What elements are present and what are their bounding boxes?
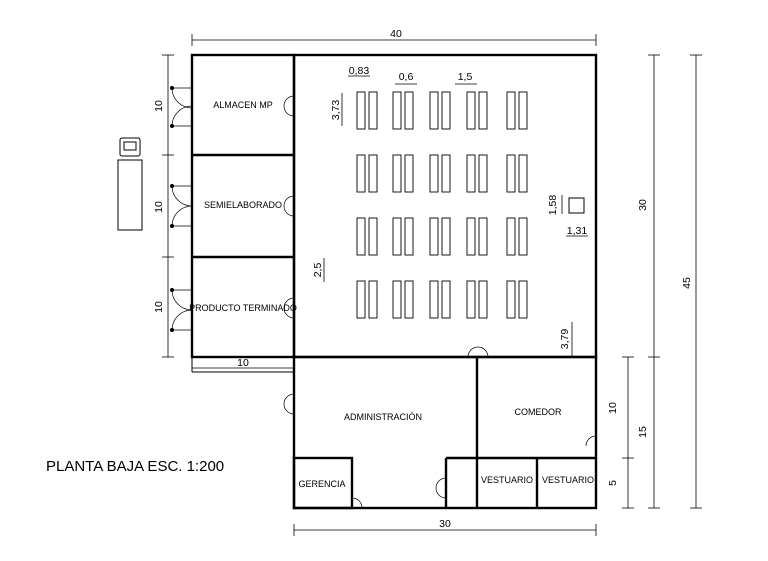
dim-right-total: 45 — [681, 277, 693, 289]
workbench-table — [506, 154, 516, 193]
workbench-table — [518, 91, 528, 130]
room-comedor: COMEDOR — [515, 407, 563, 417]
workbench-table — [356, 154, 366, 193]
workbench-table — [368, 91, 378, 130]
workbench-table — [518, 217, 528, 256]
workbench-table — [478, 154, 488, 193]
room-vestuario-1: VESTUARIO — [481, 475, 533, 485]
workbench-table — [368, 154, 378, 193]
room-gerencia: GERENCIA — [298, 479, 345, 489]
dim-top-width: 40 — [390, 28, 402, 40]
workbench-table — [478, 280, 488, 319]
dim-table-height: 3,73 — [330, 100, 342, 121]
dim-annex-width: 10 — [237, 357, 249, 369]
workbench-table — [518, 154, 528, 193]
dim-comedor-height: 10 — [607, 402, 619, 414]
workbench-table — [429, 280, 439, 319]
dim-right-lower: 15 — [637, 426, 649, 438]
dim-vestuario-height: 5 — [607, 480, 619, 486]
equipment-box — [568, 197, 585, 214]
workbench-table — [392, 217, 402, 256]
workbench-table — [404, 280, 414, 319]
truck-icon — [117, 137, 143, 231]
workbench-table — [478, 91, 488, 130]
dim-bottom-width: 30 — [439, 518, 451, 530]
workbench-table — [466, 91, 476, 130]
left-doors — [170, 86, 193, 332]
internal-doors — [283, 95, 597, 509]
dim-bottom-clearance: 3,79 — [559, 329, 571, 350]
plan-title: PLANTA BAJA ESC. 1:200 — [46, 458, 224, 475]
workbench-table — [441, 91, 451, 130]
workbench-table — [466, 280, 476, 319]
dim-box-height: 1,58 — [547, 195, 559, 216]
workbench-table — [356, 91, 366, 130]
dim-left-1: 10 — [153, 100, 165, 112]
workbench-table — [392, 91, 402, 130]
dim-box-width: 1,31 — [567, 225, 588, 237]
workbench-table — [429, 91, 439, 130]
workbench-table — [404, 91, 414, 130]
workbench-table — [356, 217, 366, 256]
workbench-table — [441, 217, 451, 256]
workbench-table — [368, 217, 378, 256]
room-semielaborado: SEMIELABORADO — [204, 200, 282, 210]
dim-aisle: 2,5 — [312, 263, 324, 278]
dim-table-width: 0,83 — [349, 65, 370, 77]
workbench-tables — [356, 91, 528, 319]
dimension-lines — [162, 34, 702, 536]
outer-walls — [190, 53, 598, 510]
workbench-table — [441, 280, 451, 319]
dim-left-3: 10 — [153, 301, 165, 313]
workbench-table — [429, 217, 439, 256]
workbench-table — [392, 154, 402, 193]
gerencia-walls — [292, 456, 354, 510]
workbench-table — [518, 280, 528, 319]
workbench-table — [441, 154, 451, 193]
workbench-table — [356, 280, 366, 319]
room-administracion: ADMINISTRACIÓN — [344, 412, 422, 422]
workbench-table — [466, 154, 476, 193]
workbench-table — [478, 217, 488, 256]
workbench-table — [506, 91, 516, 130]
dim-left-2: 10 — [153, 201, 165, 213]
workbench-table — [466, 217, 476, 256]
workbench-table — [506, 217, 516, 256]
dim-column-gap: 1,5 — [458, 71, 473, 83]
room-almacen: ALMACEN MP — [213, 100, 273, 110]
workbench-table — [404, 154, 414, 193]
dim-table-gap: 0,6 — [399, 71, 414, 83]
room-producto-terminado: PRODUCTO TERMINADO — [189, 303, 297, 313]
workbench-table — [392, 280, 402, 319]
workbench-table — [506, 280, 516, 319]
dim-right-upper: 30 — [637, 199, 649, 211]
annex-outline — [191, 357, 294, 373]
workbench-table — [429, 154, 439, 193]
room-vestuario-2: VESTUARIO — [542, 475, 594, 485]
workbench-table — [404, 217, 414, 256]
workbench-table — [368, 280, 378, 319]
